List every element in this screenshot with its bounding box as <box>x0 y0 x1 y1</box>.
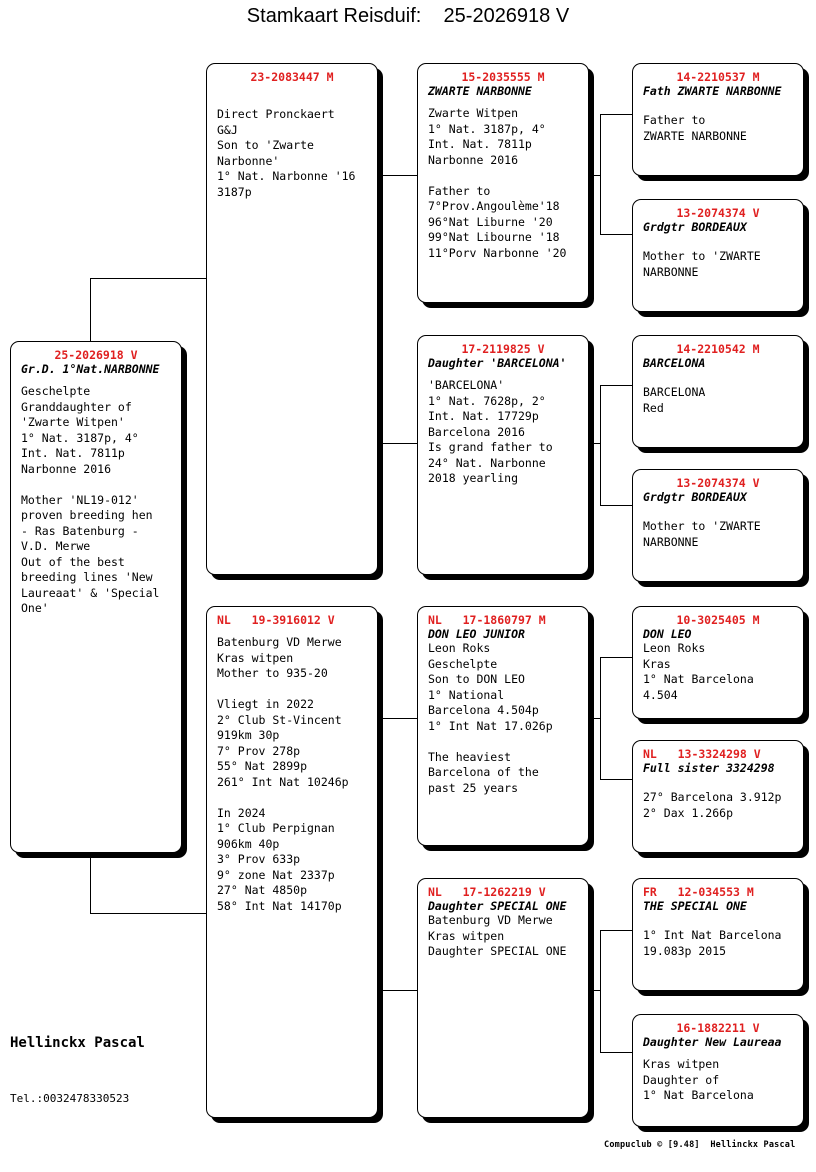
card-gen4-1-ring: 14-2210537 M <box>676 70 760 84</box>
connector-subject-top-arm <box>90 278 208 279</box>
card-gen3-1-nick: ZWARTE NARBONNE <box>428 84 532 98</box>
connector-subject-bottom-arm <box>90 913 208 914</box>
card-gen4-1[interactable]: 14-2210537 M Fath ZWARTE NARBONNE Father… <box>632 63 804 176</box>
connector-g3c-spine <box>600 657 601 779</box>
connector-g3b-top-arm <box>600 385 632 386</box>
card-gen3-4-body: Batenburg VD Merwe Kras witpen Daughter … <box>428 913 567 958</box>
card-gen4-3-nick: BARCELONA <box>643 356 706 370</box>
card-gen4-7[interactable]: FR 12-034553 M THE SPECIAL ONE 1° Int Na… <box>632 878 804 991</box>
card-gen4-3[interactable]: 14-2210542 M BARCELONA BARCELONA Red <box>632 335 804 448</box>
card-gen4-6-body: 27° Barcelona 3.912p 2° Dax 1.266p <box>643 790 782 820</box>
card-gen3-1-ring: 15-2035555 M <box>461 70 545 84</box>
card-gen4-8[interactable]: 16-1882211 V Daughter New Laureaa Kras w… <box>632 1014 804 1127</box>
connector-g3a-bottom-arm <box>600 234 632 235</box>
card-gen2-sire-body: Direct Pronckaert G&J Son to 'Zwarte Nar… <box>217 107 356 199</box>
card-gen4-6-ring: NL 13-3324298 V <box>643 747 761 761</box>
card-gen3-2[interactable]: 17-2119825 V Daughter 'BARCELONA' 'BARCE… <box>417 335 589 575</box>
card-gen4-2[interactable]: 13-2074374 V Grdgtr BORDEAUX Mother to '… <box>632 199 804 312</box>
card-gen4-8-body: Kras witpen Daughter of 1° Nat Barcelona <box>643 1057 754 1102</box>
card-gen4-5-nick: DON LEO <box>643 627 692 641</box>
owner-phone: Tel.:0032478330523 <box>10 1092 130 1105</box>
card-gen3-4-ring: NL 17-1262219 V <box>428 885 546 899</box>
card-gen4-5-body: Leon Roks Kras 1° Nat Barcelona 4.504 <box>643 641 754 702</box>
card-gen4-1-nick: Fath ZWARTE NARBONNE <box>643 84 782 98</box>
card-gen4-8-ring: 16-1882211 V <box>676 1021 760 1035</box>
card-gen4-4-ring: 13-2074374 V <box>676 476 760 490</box>
card-gen4-2-nick: Grdgtr BORDEAUX <box>643 220 747 234</box>
card-gen3-3[interactable]: NL 17-1860797 M DON LEO JUNIOR Leon Roks… <box>417 606 589 846</box>
card-gen4-3-body: BARCELONA Red <box>643 385 706 415</box>
connector-g2sire-bottom-arm <box>372 443 417 444</box>
card-gen2-dam[interactable]: NL 19-3916012 V Batenburg VD Merwe Kras … <box>206 606 378 1118</box>
card-gen4-4-nick: Grdgtr BORDEAUX <box>643 490 747 504</box>
page-title: Stamkaart Reisduif: 25-2026918 V <box>246 5 570 27</box>
card-gen3-3-nick: DON LEO JUNIOR <box>428 627 525 641</box>
card-gen3-1-body: Zwarte Witpen 1° Nat. 3187p, 4° Int. Nat… <box>428 106 567 260</box>
card-subject[interactable]: 25-2026918 V Gr.D. 1°Nat.NARBONNE Gesche… <box>10 341 182 853</box>
connector-g2dam-top-arm <box>372 718 417 719</box>
card-subject-ring: 25-2026918 V <box>54 348 138 362</box>
connector-g3c-in <box>583 718 600 719</box>
connector-g3a-in <box>583 175 600 176</box>
card-gen4-3-ring: 14-2210542 M <box>676 342 760 356</box>
card-gen3-2-nick: Daughter 'BARCELONA' <box>428 356 567 370</box>
connector-g3c-top-arm <box>600 657 632 658</box>
card-gen3-2-ring: 17-2119825 V <box>461 342 545 356</box>
owner-name: Hellinckx Pascal <box>10 1035 145 1051</box>
connector-g3b-spine <box>600 385 601 505</box>
card-gen3-3-body: Leon Roks Geschelpte Son to DON LEO 1° N… <box>428 641 553 795</box>
card-subject-nick: Gr.D. 1°Nat.NARBONNE <box>21 362 160 376</box>
card-subject-body: Geschelpte Granddaughter of 'Zwarte Witp… <box>21 384 160 615</box>
card-gen4-7-nick: THE SPECIAL ONE <box>643 899 747 913</box>
card-gen3-1[interactable]: 15-2035555 M ZWARTE NARBONNE Zwarte Witp… <box>417 63 589 303</box>
card-gen3-4[interactable]: NL 17-1262219 V Daughter SPECIAL ONE Bat… <box>417 878 589 1118</box>
connector-g3c-bottom-arm <box>600 779 632 780</box>
card-gen2-dam-body: Batenburg VD Merwe Kras witpen Mother to… <box>217 635 349 913</box>
connector-g3d-bottom-arm <box>600 1052 632 1053</box>
card-gen4-1-body: Father to ZWARTE NARBONNE <box>643 113 747 143</box>
connector-g2sire-top-arm <box>372 175 417 176</box>
connector-g2dam-bottom-arm <box>372 990 417 991</box>
connector-g3a-spine <box>600 114 601 234</box>
card-gen2-sire[interactable]: 23-2083447 M Direct Pronckaert G&J Son t… <box>206 63 378 575</box>
card-gen3-3-ring: NL 17-1860797 M <box>428 613 546 627</box>
connector-g3a-top-arm <box>600 114 632 115</box>
card-gen4-6-nick: Full sister 3324298 <box>643 761 775 775</box>
connector-g3d-in <box>583 990 600 991</box>
card-gen4-7-ring: FR 12-034553 M <box>643 885 754 899</box>
card-gen2-sire-ring: 23-2083447 M <box>250 70 334 84</box>
card-gen4-2-ring: 13-2074374 V <box>676 206 760 220</box>
connector-g3d-spine <box>600 930 601 1052</box>
card-gen2-dam-ring: NL 19-3916012 V <box>217 613 335 627</box>
connector-g3b-in <box>583 443 600 444</box>
card-gen4-6[interactable]: NL 13-3324298 V Full sister 3324298 27° … <box>632 740 804 853</box>
connector-g3b-bottom-arm <box>600 505 632 506</box>
software-credit: Compuclub © [9.48] Hellinckx Pascal <box>604 1140 796 1150</box>
card-gen4-5-ring: 10-3025405 M <box>676 613 760 627</box>
card-gen4-4[interactable]: 13-2074374 V Grdgtr BORDEAUX Mother to '… <box>632 469 804 582</box>
card-gen3-4-nick: Daughter SPECIAL ONE <box>428 899 567 913</box>
card-gen3-2-body: 'BARCELONA' 1° Nat. 7628p, 2° Int. Nat. … <box>428 378 553 485</box>
card-gen4-8-nick: Daughter New Laureaa <box>643 1035 782 1049</box>
card-gen4-5[interactable]: 10-3025405 M DON LEO Leon Roks Kras 1° N… <box>632 606 804 719</box>
connector-g3d-top-arm <box>600 930 632 931</box>
card-gen4-4-body: Mother to 'ZWARTE NARBONNE <box>643 519 761 549</box>
card-gen4-7-body: 1° Int Nat Barcelona 19.083p 2015 <box>643 928 782 958</box>
card-gen4-2-body: Mother to 'ZWARTE NARBONNE <box>643 249 761 279</box>
